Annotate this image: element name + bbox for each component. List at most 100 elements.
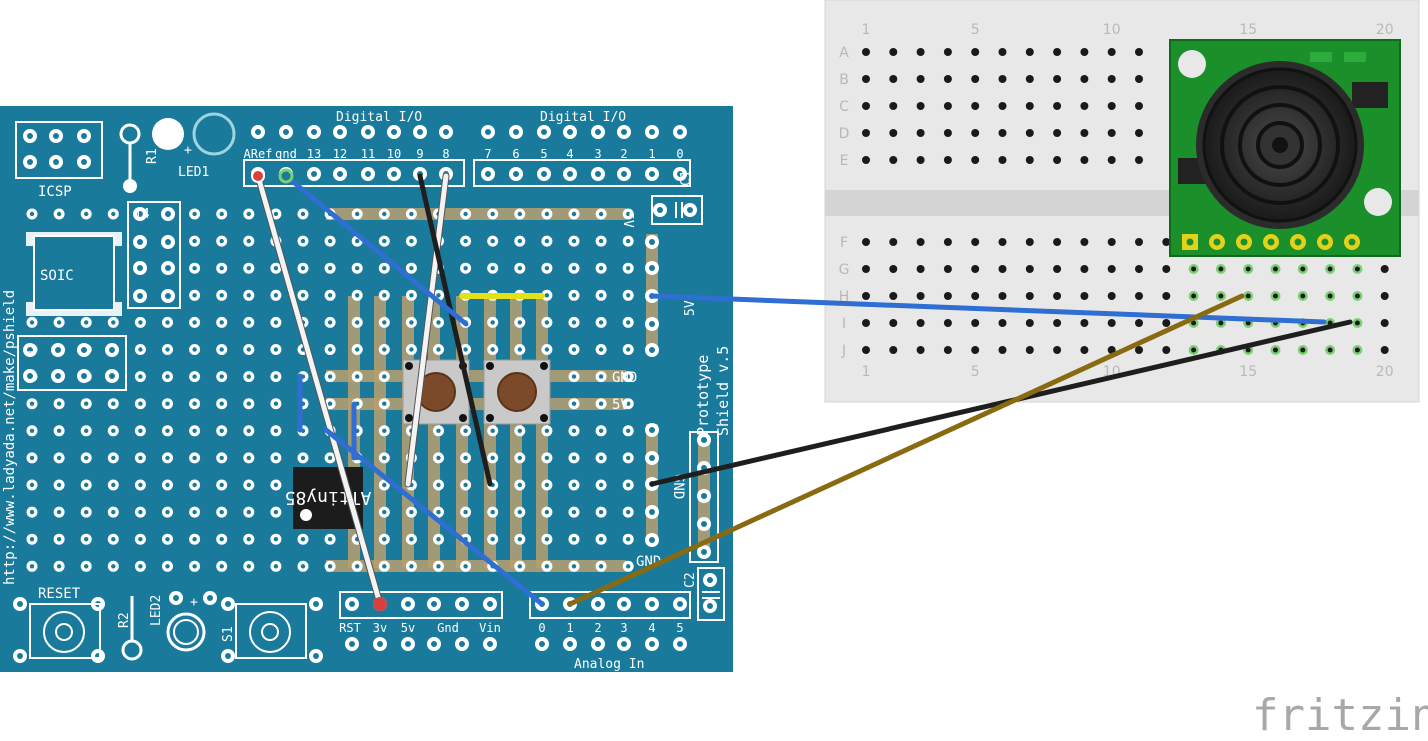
breadboard-hole[interactable] — [916, 238, 925, 246]
breadboard-hole[interactable] — [998, 156, 1007, 164]
breadboard-hole[interactable] — [889, 156, 898, 164]
breadboard-hole[interactable] — [1135, 129, 1143, 137]
breadboard-hole[interactable] — [1025, 156, 1034, 164]
breadboard-hole[interactable] — [1053, 75, 1062, 83]
breadboard-hole[interactable] — [1107, 156, 1116, 164]
breadboard-hole[interactable] — [916, 346, 925, 354]
breadboard-hole[interactable] — [971, 319, 980, 327]
breadboard-hole[interactable] — [1025, 75, 1034, 83]
breadboard-hole[interactable] — [1080, 292, 1089, 300]
breadboard-hole[interactable] — [943, 129, 952, 137]
breadboard-hole[interactable] — [862, 265, 870, 273]
breadboard-hole[interactable] — [1080, 156, 1089, 164]
breadboard-hole[interactable] — [1135, 75, 1143, 83]
breadboard-hole[interactable] — [916, 265, 925, 273]
breadboard-hole[interactable] — [1135, 156, 1143, 164]
breadboard-hole[interactable] — [862, 48, 870, 56]
wire-blue-5v-to-sensor[interactable] — [649, 293, 1327, 325]
breadboard-hole[interactable] — [1135, 102, 1143, 110]
breadboard-hole[interactable] — [1135, 265, 1143, 273]
breadboard-hole[interactable] — [943, 102, 952, 110]
breadboard-hole[interactable] — [1025, 238, 1034, 246]
breadboard-hole[interactable] — [1380, 265, 1389, 273]
breadboard-hole[interactable] — [1080, 102, 1089, 110]
breadboard-hole[interactable] — [971, 238, 980, 246]
breadboard-hole[interactable] — [998, 292, 1007, 300]
breadboard-hole[interactable] — [862, 129, 870, 137]
breadboard-hole[interactable] — [1380, 292, 1389, 300]
breadboard-hole[interactable] — [1053, 346, 1062, 354]
breadboard-hole[interactable] — [943, 292, 952, 300]
breadboard-hole[interactable] — [1053, 292, 1062, 300]
breadboard-hole[interactable] — [971, 156, 980, 164]
breadboard-hole[interactable] — [862, 292, 870, 300]
breadboard-hole[interactable] — [1162, 292, 1171, 300]
breadboard-hole[interactable] — [1135, 346, 1143, 354]
breadboard-hole[interactable] — [916, 292, 925, 300]
breadboard-hole[interactable] — [1025, 265, 1034, 273]
breadboard-hole[interactable] — [916, 129, 925, 137]
breadboard-hole[interactable] — [1025, 129, 1034, 137]
breadboard-hole[interactable] — [1025, 319, 1034, 327]
breadboard-hole[interactable] — [1107, 238, 1116, 246]
breadboard-hole[interactable] — [943, 346, 952, 354]
breadboard-hole[interactable] — [1053, 238, 1062, 246]
breadboard-hole[interactable] — [971, 75, 980, 83]
breadboard-hole[interactable] — [862, 346, 870, 354]
breadboard-hole[interactable] — [1025, 346, 1034, 354]
breadboard-hole[interactable] — [1107, 346, 1116, 354]
breadboard-hole[interactable] — [998, 238, 1007, 246]
breadboard-hole[interactable] — [889, 292, 898, 300]
breadboard-hole[interactable] — [1053, 102, 1062, 110]
breadboard-hole[interactable] — [862, 319, 870, 327]
breadboard-hole[interactable] — [1080, 48, 1089, 56]
breadboard-hole[interactable] — [1080, 75, 1089, 83]
breadboard-hole[interactable] — [1080, 129, 1089, 137]
breadboard-hole[interactable] — [998, 48, 1007, 56]
breadboard-hole[interactable] — [1162, 265, 1171, 273]
breadboard-hole[interactable] — [1080, 319, 1089, 327]
breadboard-hole[interactable] — [862, 156, 870, 164]
breadboard-hole[interactable] — [889, 238, 898, 246]
breadboard-hole[interactable] — [889, 346, 898, 354]
wire-black-pin9[interactable] — [417, 173, 493, 487]
breadboard-hole[interactable] — [998, 102, 1007, 110]
breadboard-hole[interactable] — [916, 48, 925, 56]
breadboard-hole[interactable] — [1162, 346, 1171, 354]
breadboard-hole[interactable] — [1162, 319, 1171, 327]
breadboard-hole[interactable] — [1080, 346, 1089, 354]
breadboard-hole[interactable] — [971, 265, 980, 273]
breadboard-hole[interactable] — [943, 75, 952, 83]
breadboard-hole[interactable] — [1135, 319, 1143, 327]
breadboard-hole[interactable] — [1025, 292, 1034, 300]
breadboard-hole[interactable] — [1107, 102, 1116, 110]
breadboard-hole[interactable] — [1107, 319, 1116, 327]
breadboard-hole[interactable] — [1135, 292, 1143, 300]
breadboard-hole[interactable] — [1380, 319, 1389, 327]
breadboard-hole[interactable] — [1380, 346, 1389, 354]
breadboard-hole[interactable] — [998, 129, 1007, 137]
breadboard-hole[interactable] — [889, 75, 898, 83]
breadboard-hole[interactable] — [1080, 238, 1089, 246]
breadboard-hole[interactable] — [1135, 48, 1143, 56]
breadboard-hole[interactable] — [943, 238, 952, 246]
breadboard-hole[interactable] — [889, 48, 898, 56]
wire-blue-analog0[interactable] — [323, 427, 545, 607]
breadboard-hole[interactable] — [862, 75, 870, 83]
breadboard-hole[interactable] — [1025, 48, 1034, 56]
breadboard-hole[interactable] — [916, 319, 925, 327]
breadboard-hole[interactable] — [1135, 238, 1143, 246]
breadboard-hole[interactable] — [998, 265, 1007, 273]
breadboard-hole[interactable] — [971, 346, 980, 354]
breadboard-hole[interactable] — [916, 156, 925, 164]
breadboard-hole[interactable] — [1025, 102, 1034, 110]
breadboard-hole[interactable] — [1107, 292, 1116, 300]
breadboard-hole[interactable] — [998, 346, 1007, 354]
breadboard-hole[interactable] — [943, 265, 952, 273]
breadboard-hole[interactable] — [1107, 265, 1116, 273]
breadboard-hole[interactable] — [889, 129, 898, 137]
breadboard-hole[interactable] — [1107, 75, 1116, 83]
wire-blue-gnd[interactable] — [283, 173, 469, 327]
breadboard-hole[interactable] — [1107, 129, 1116, 137]
breadboard-hole[interactable] — [971, 292, 980, 300]
